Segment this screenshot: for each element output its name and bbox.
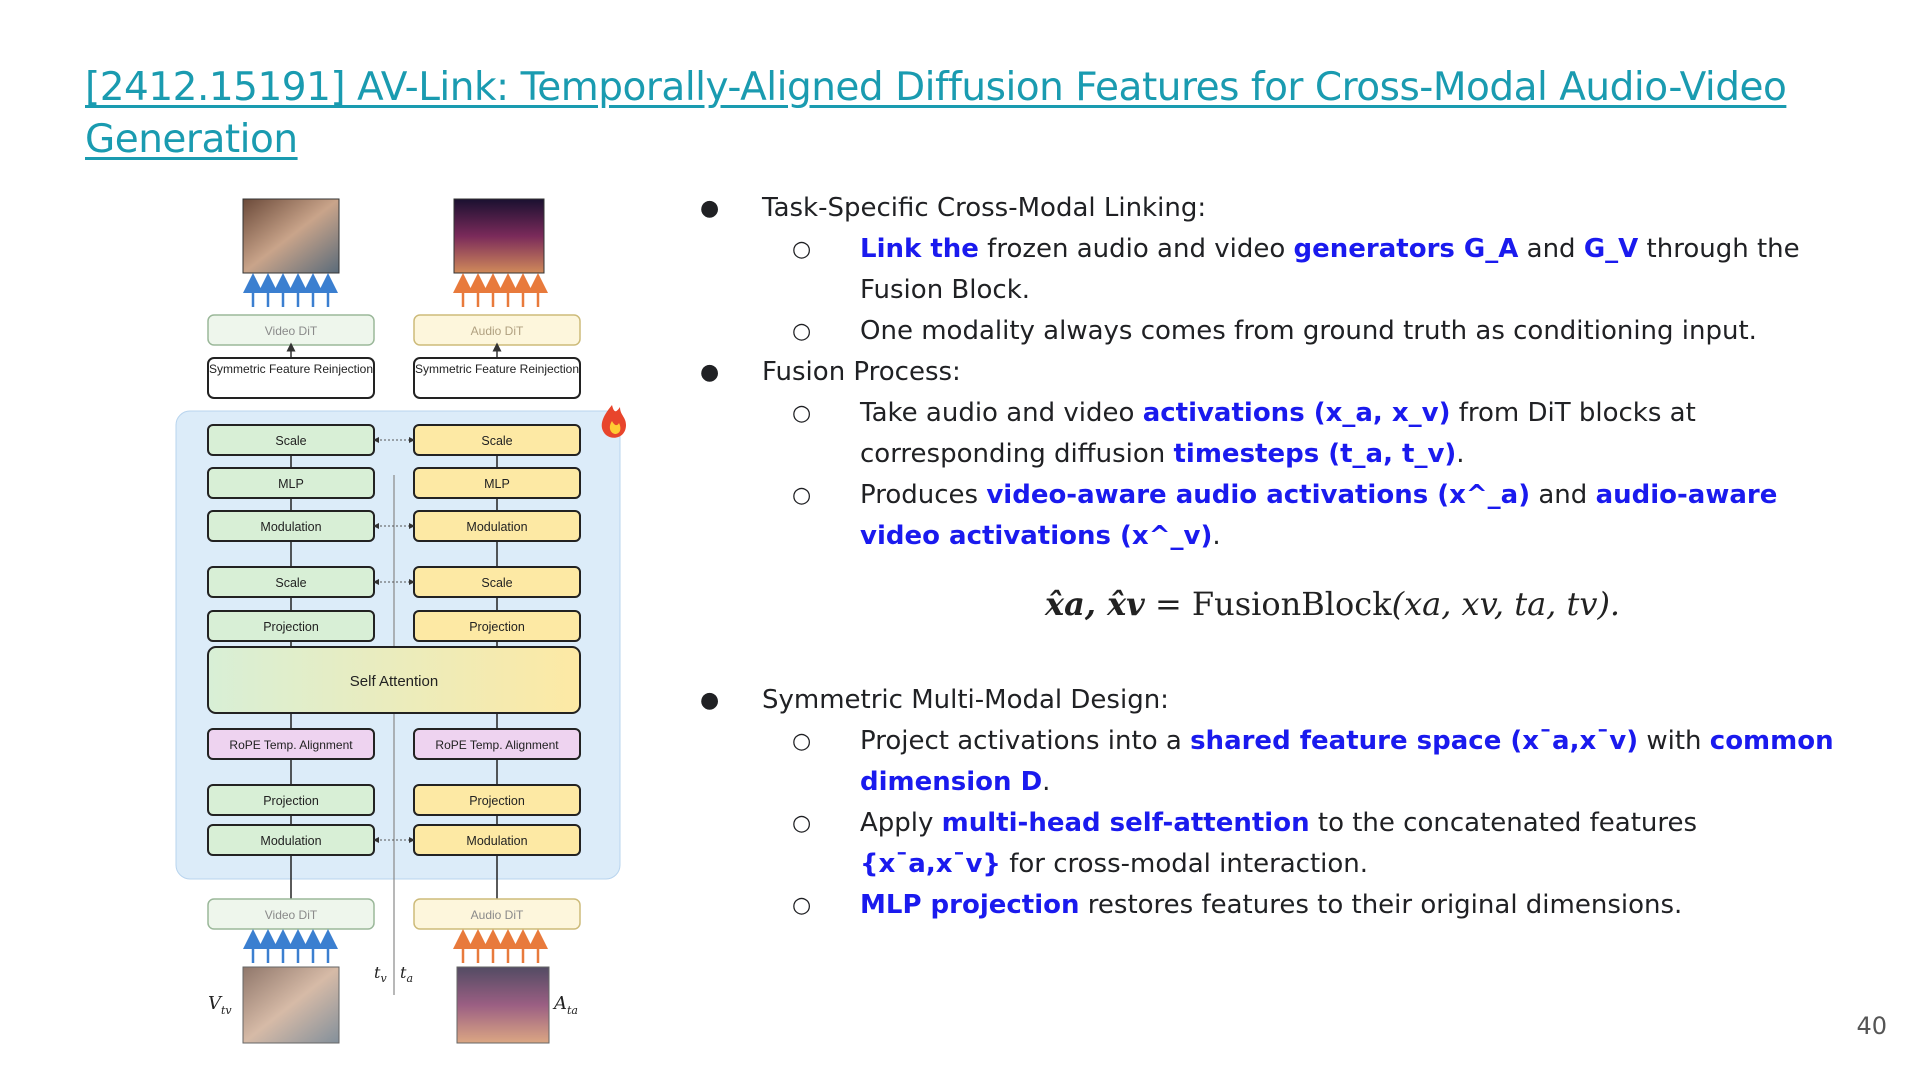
fusion-equation: x̂a, x̂v = FusionBlock(xa, xv, ta, tv). xyxy=(1045,585,1620,623)
audio-dit-top-label: Audio DiT xyxy=(471,324,524,338)
svg-text:MLP: MLP xyxy=(484,477,510,491)
equation-args: (xa, xv, ta, tv). xyxy=(1391,585,1621,623)
modulation-row-1: Modulation Modulation xyxy=(207,510,581,542)
audio-output-arrows xyxy=(453,273,548,307)
sub-bullet-mlp: MLP projection restores features to thei… xyxy=(700,885,1840,926)
input-audio-label: Ata xyxy=(552,993,578,1017)
svg-text:Scale: Scale xyxy=(481,434,512,448)
timestep-tv-label: tv xyxy=(374,963,387,985)
fusion-block-diagram: Video DiT Audio DiT Symmetric Feature Re… xyxy=(170,195,650,1055)
sub-bullet-self-attention: Apply multi-head self-attention to the c… xyxy=(700,803,1840,885)
svg-text:Projection: Projection xyxy=(469,620,525,634)
trainable-fire-icon xyxy=(601,405,626,438)
sub-bullet-activations: Take audio and video activations (x_a, x… xyxy=(700,393,1840,475)
svg-text:Projection: Projection xyxy=(263,794,319,808)
video-input-arrows xyxy=(243,929,338,963)
svg-text:Modulation: Modulation xyxy=(260,834,321,848)
equation-lhs: x̂a, x̂v xyxy=(1045,585,1145,623)
svg-text:Scale: Scale xyxy=(275,576,306,590)
svg-text:Projection: Projection xyxy=(469,794,525,808)
svg-text:Projection: Projection xyxy=(263,620,319,634)
rope-row: RoPE Temp. Alignment RoPE Temp. Alignmen… xyxy=(207,728,581,760)
bullet-list: Task-Specific Cross-Modal Linking: Link … xyxy=(700,188,1840,926)
projection-row-1: Projection Projection xyxy=(207,610,581,642)
bullet-symmetric-design: Symmetric Multi-Modal Design: xyxy=(700,680,1840,721)
svg-text:Scale: Scale xyxy=(481,576,512,590)
input-video-frame xyxy=(242,966,340,1044)
equation-equals: = xyxy=(1154,585,1182,623)
slide-title[interactable]: [2412.15191] AV-Link: Temporally-Aligned… xyxy=(85,65,1787,162)
sub-bullet-produces: Produces video-aware audio activations (… xyxy=(700,475,1840,557)
input-video-label: Vtv xyxy=(208,993,232,1017)
bullet-task-specific: Task-Specific Cross-Modal Linking: xyxy=(700,188,1840,229)
projection-row-2: Projection Projection xyxy=(207,784,581,816)
scale-row-1: Scale Scale xyxy=(207,424,581,456)
mlp-row: MLP MLP xyxy=(207,467,581,499)
svg-text:Scale: Scale xyxy=(275,434,306,448)
video-reinjection-box xyxy=(207,357,375,399)
scale-row-2: Scale Scale xyxy=(207,566,581,598)
sub-bullet-link: Link the frozen audio and video generato… xyxy=(700,229,1840,311)
svg-text:RoPE Temp. Alignment: RoPE Temp. Alignment xyxy=(435,738,559,752)
modulation-row-2: Modulation Modulation xyxy=(207,824,581,856)
svg-text:Modulation: Modulation xyxy=(260,520,321,534)
timestep-ta-label: ta xyxy=(400,963,413,985)
audio-dit-bottom-label: Audio DiT xyxy=(471,908,524,922)
page-number: 40 xyxy=(1856,1012,1887,1040)
bullet-fusion-process: Fusion Process: xyxy=(700,352,1840,393)
sub-bullet-shared-space: Project activations into a shared featur… xyxy=(700,721,1840,803)
self-attention-box xyxy=(207,646,581,714)
audio-input-arrows xyxy=(453,929,548,963)
input-audio-spectrogram xyxy=(456,966,550,1044)
generated-video-frame xyxy=(242,198,340,274)
video-output-arrows xyxy=(243,273,338,307)
audio-reinjection-label: Symmetric Feature Reinjection xyxy=(414,362,580,376)
video-reinjection-label: Symmetric Feature Reinjection xyxy=(208,362,374,376)
self-attention-label: Self Attention xyxy=(350,673,438,690)
svg-text:RoPE Temp. Alignment: RoPE Temp. Alignment xyxy=(229,738,353,752)
svg-text:Modulation: Modulation xyxy=(466,520,527,534)
sub-bullet-ground-truth: One modality always comes from ground tr… xyxy=(700,311,1840,352)
audio-reinjection-box xyxy=(413,357,581,399)
equation-function: FusionBlock xyxy=(1191,585,1392,623)
video-dit-bottom-label: Video DiT xyxy=(265,908,318,922)
svg-text:Modulation: Modulation xyxy=(466,834,527,848)
svg-text:MLP: MLP xyxy=(278,477,304,491)
video-dit-top-label: Video DiT xyxy=(265,324,318,338)
generated-audio-spectrogram xyxy=(453,198,545,274)
